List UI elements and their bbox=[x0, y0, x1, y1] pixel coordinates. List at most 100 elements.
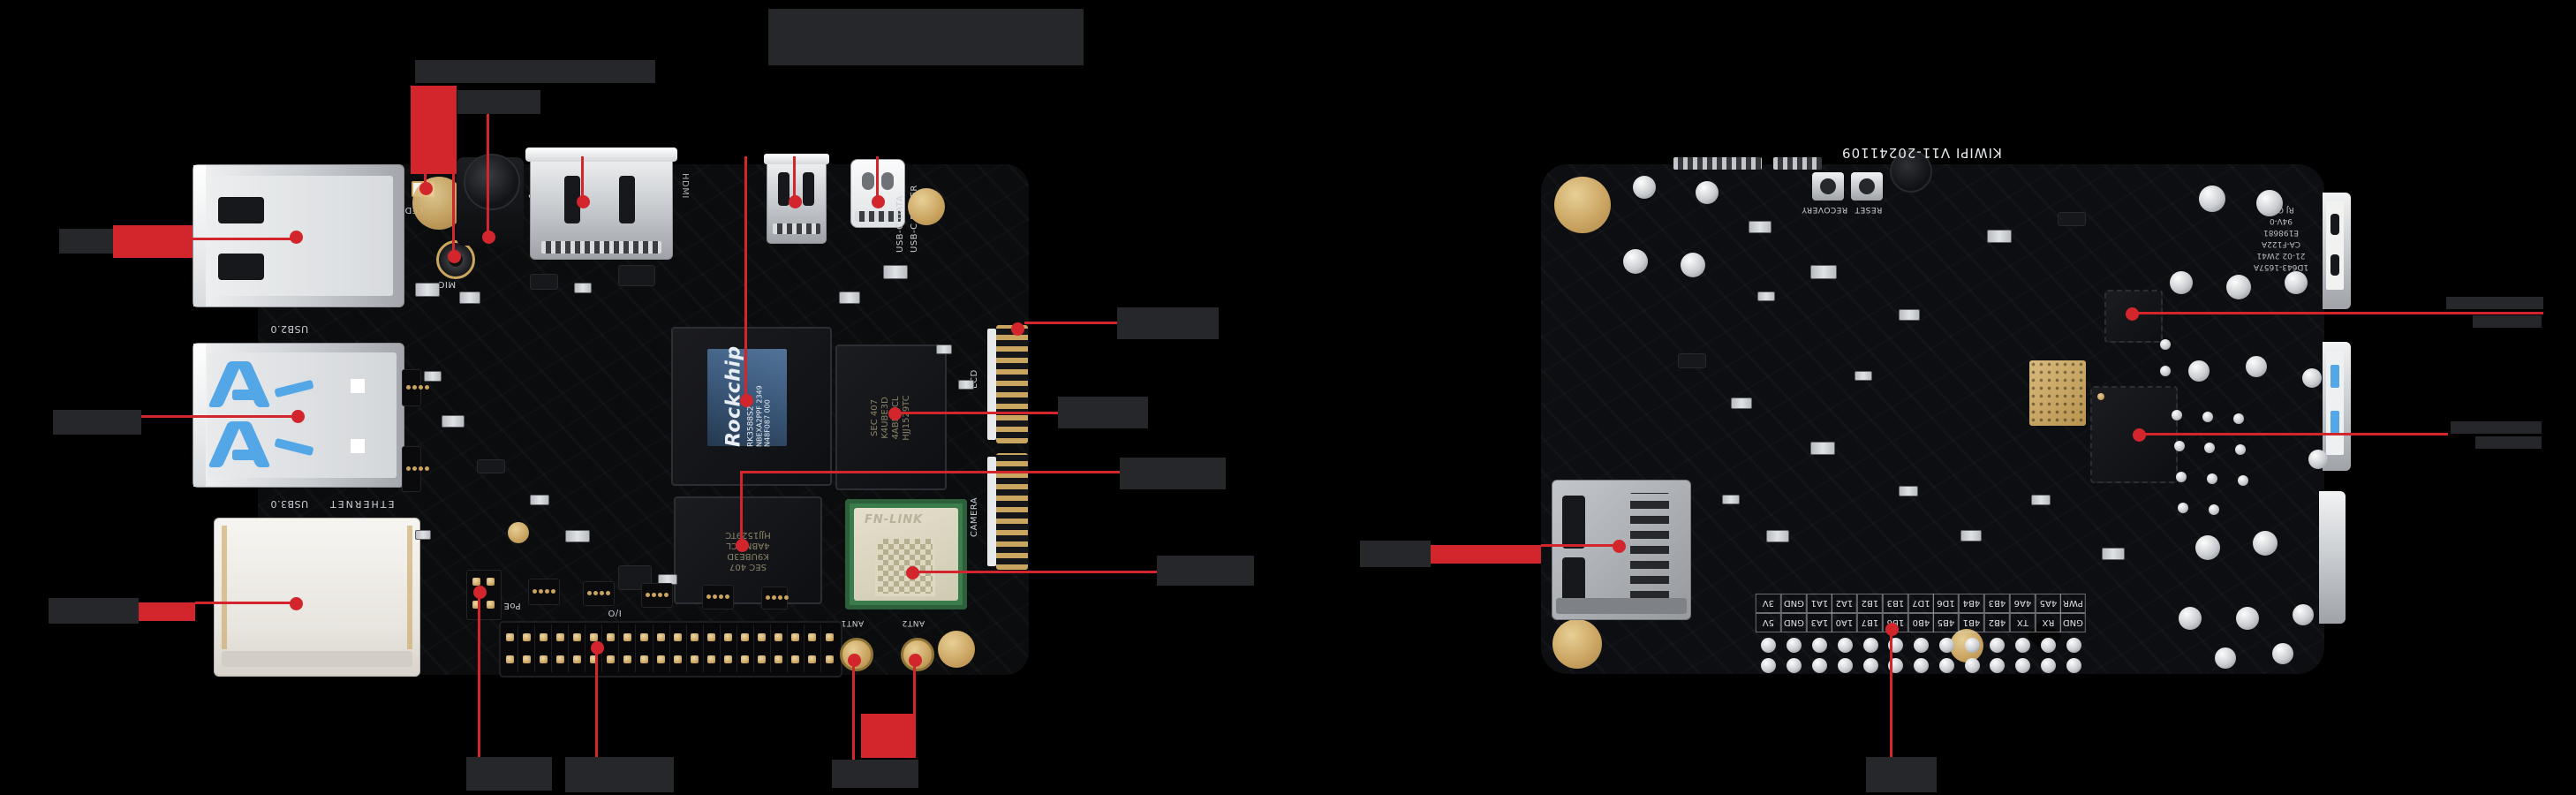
label-accent bbox=[2132, 312, 2543, 314]
gpio-cell-divider bbox=[786, 625, 788, 672]
passive-component bbox=[1855, 371, 1872, 381]
solder-pad bbox=[1914, 638, 1929, 653]
gpio-cell-divider bbox=[517, 625, 519, 672]
label-accent bbox=[1890, 629, 1892, 757]
leader-dot bbox=[419, 182, 433, 195]
label-accent bbox=[895, 412, 1058, 414]
solder-blob bbox=[2256, 190, 2283, 216]
solder-blob bbox=[2238, 475, 2248, 486]
solder-blob bbox=[2160, 339, 2171, 350]
header-pin bbox=[545, 589, 549, 594]
ethernet-port-back-stub bbox=[2319, 491, 2346, 624]
gpio-pin bbox=[707, 633, 716, 641]
gpio-pin bbox=[505, 633, 514, 641]
ethernet-screw bbox=[508, 522, 529, 543]
solder-blob bbox=[2178, 503, 2188, 513]
leader-dot bbox=[906, 566, 919, 579]
passive-component bbox=[839, 292, 860, 304]
gpio-40pin-header bbox=[499, 621, 842, 678]
leader-dot bbox=[1011, 322, 1024, 336]
hdmi-flange bbox=[525, 148, 677, 162]
wifi-brand: FN-LINK bbox=[865, 513, 924, 526]
solder-blob bbox=[2235, 444, 2246, 455]
chip-pin1-dot bbox=[2097, 393, 2104, 400]
header-pin bbox=[593, 591, 598, 595]
solder-blob bbox=[2285, 271, 2308, 294]
gpio-pin bbox=[808, 655, 817, 663]
usb3-peg bbox=[351, 379, 365, 393]
label-bar bbox=[466, 757, 552, 791]
gpio-pin bbox=[606, 655, 615, 663]
solder-blob bbox=[2209, 504, 2219, 515]
back-top-pin-strip bbox=[1773, 157, 1822, 170]
passive-component bbox=[1899, 486, 1918, 496]
gpio-pin bbox=[572, 633, 581, 641]
passive-component bbox=[1722, 495, 1740, 504]
label-bar bbox=[565, 757, 674, 792]
leader-dot bbox=[482, 231, 495, 244]
leader-dot bbox=[448, 250, 461, 263]
gpio-pin bbox=[639, 655, 648, 663]
label-bar bbox=[832, 760, 918, 788]
passive-component bbox=[1749, 221, 1771, 233]
leader-dot bbox=[577, 195, 590, 208]
gpio-pin bbox=[555, 655, 564, 663]
leader-dot bbox=[740, 394, 753, 407]
gpio-pin bbox=[741, 655, 750, 663]
ic-component bbox=[530, 274, 558, 290]
header-pin bbox=[425, 385, 429, 390]
leader-dot bbox=[591, 641, 604, 655]
solder-blob bbox=[2202, 412, 2213, 422]
solder-blob bbox=[2233, 413, 2244, 424]
header-pin bbox=[646, 593, 650, 597]
label-accent bbox=[195, 602, 296, 604]
passive-component bbox=[936, 344, 952, 354]
camera-fpc-latch bbox=[987, 457, 996, 566]
hdmi2-prong-slot bbox=[803, 172, 814, 206]
passive-component bbox=[1757, 292, 1775, 301]
leader-dot bbox=[789, 195, 802, 208]
gpio-cell-divider bbox=[752, 625, 754, 672]
gpio-cell-divider bbox=[803, 625, 805, 672]
solder-pad bbox=[1938, 638, 1954, 653]
usb3-port-back-stub bbox=[2323, 342, 2351, 471]
solder-pad bbox=[2066, 658, 2081, 673]
header-pin bbox=[772, 595, 776, 600]
gpio-cell-divider bbox=[685, 625, 687, 672]
solder-blob bbox=[1633, 176, 1656, 199]
label-bar bbox=[2475, 436, 2542, 449]
solder-pad bbox=[1990, 638, 2006, 653]
solder-pad bbox=[1862, 638, 1878, 653]
solder-pad bbox=[2015, 638, 2031, 653]
gpio-pin bbox=[691, 655, 699, 663]
solder-pad bbox=[1914, 658, 1929, 673]
lcd-fpc-connector bbox=[996, 325, 1028, 443]
tf-slot-cutout bbox=[1562, 557, 1585, 606]
gpio-pin bbox=[539, 655, 548, 663]
label-accent bbox=[113, 225, 193, 258]
leader-dot bbox=[909, 654, 922, 667]
passive-component bbox=[424, 371, 442, 382]
usbc-pin-hole bbox=[881, 172, 894, 190]
label-accent bbox=[793, 156, 796, 198]
back-mount-pad-top-left bbox=[1554, 177, 1611, 233]
solder-pad bbox=[2066, 638, 2081, 653]
hdmi2-pins bbox=[773, 223, 820, 234]
label-bar bbox=[2473, 315, 2542, 328]
gpio-cell-divider bbox=[534, 625, 536, 672]
header-pin bbox=[664, 593, 669, 597]
label-accent bbox=[581, 156, 584, 198]
audio-jack-barrel bbox=[464, 154, 520, 210]
solder-blob bbox=[2207, 473, 2217, 484]
gpio-pin bbox=[572, 655, 581, 663]
label-bar bbox=[768, 9, 1084, 65]
solder-pad bbox=[1964, 658, 1980, 673]
label-accent bbox=[487, 114, 489, 233]
gpio-cell-divider bbox=[702, 625, 704, 672]
gpio-pin bbox=[674, 633, 682, 641]
solder-pad bbox=[1761, 638, 1777, 653]
wifi-qr-code bbox=[875, 536, 935, 596]
header-pin bbox=[706, 594, 711, 599]
